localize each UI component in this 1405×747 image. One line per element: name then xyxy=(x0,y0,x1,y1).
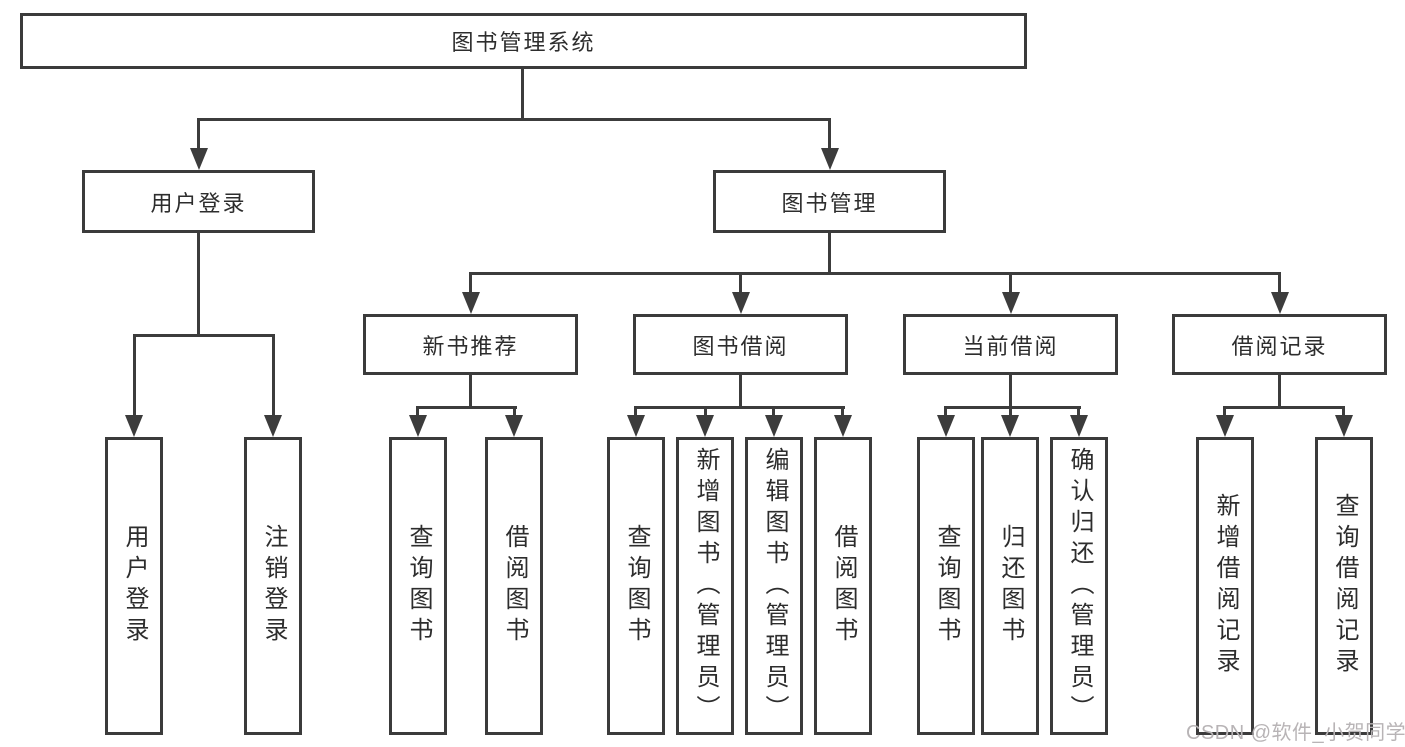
leaf-confirm-return-admin: 确认归还（管理员） xyxy=(1050,437,1108,735)
edge-line xyxy=(272,334,275,418)
node-book-borrow: 图书借阅 xyxy=(633,314,848,375)
arrow-down-icon xyxy=(264,415,282,437)
arrow-down-icon xyxy=(732,292,750,314)
leaf-query-books-current: 查询图书 xyxy=(917,437,975,735)
edge-line xyxy=(133,334,275,337)
arrow-down-icon xyxy=(1271,292,1289,314)
edge-line xyxy=(828,233,831,274)
edge-line xyxy=(739,272,742,296)
arrow-down-icon xyxy=(765,415,783,437)
edge-line xyxy=(1009,406,1012,419)
csdn-watermark: CSDN @软件_小贺同学 xyxy=(1186,722,1405,744)
arrow-down-icon xyxy=(1002,292,1020,314)
leaf-edit-book-admin: 编辑图书（管理员） xyxy=(745,437,803,735)
leaf-query-books-borrow: 查询图书 xyxy=(607,437,665,735)
node-borrow-records: 借阅记录 xyxy=(1172,314,1387,375)
edge-line xyxy=(133,334,136,418)
leaf-user-login: 用户登录 xyxy=(105,437,163,735)
arrow-down-icon xyxy=(821,148,839,170)
arrow-down-icon xyxy=(696,415,714,437)
edge-line xyxy=(634,406,845,409)
leaf-return-book: 归还图书 xyxy=(981,437,1039,735)
edge-line xyxy=(1223,406,1226,419)
edge-line xyxy=(416,406,517,409)
edge-line xyxy=(634,406,637,419)
leaf-borrow-books: 借阅图书 xyxy=(814,437,872,735)
edge-line xyxy=(944,406,947,419)
leaf-query-books-recommend: 查询图书 xyxy=(389,437,447,735)
node-book-management: 图书管理 xyxy=(713,170,946,233)
edge-line xyxy=(944,406,1081,409)
arrow-down-icon xyxy=(505,415,523,437)
arrow-down-icon xyxy=(1001,415,1019,437)
node-current-borrow: 当前借阅 xyxy=(903,314,1118,375)
edge-line xyxy=(197,233,200,336)
arrow-down-icon xyxy=(409,415,427,437)
edge-line xyxy=(416,406,419,419)
arrow-down-icon xyxy=(462,292,480,314)
edge-line xyxy=(1278,272,1281,296)
edge-line xyxy=(1342,406,1345,419)
node-user-login: 用户登录 xyxy=(82,170,315,233)
leaf-logout-login: 注销登录 xyxy=(244,437,302,735)
arrow-down-icon xyxy=(627,415,645,437)
arrow-down-icon xyxy=(1216,415,1234,437)
leaf-add-borrow-record: 新增借阅记录 xyxy=(1196,437,1254,735)
edge-line xyxy=(739,375,742,408)
node-new-book-recommend: 新书推荐 xyxy=(363,314,578,375)
edge-line xyxy=(469,272,1281,275)
edge-line xyxy=(197,118,200,150)
arrow-down-icon xyxy=(937,415,955,437)
edge-line xyxy=(521,69,524,121)
arrow-down-icon xyxy=(834,415,852,437)
edge-line xyxy=(1223,406,1345,409)
arrow-down-icon xyxy=(125,415,143,437)
arrow-down-icon xyxy=(190,148,208,170)
arrow-down-icon xyxy=(1335,415,1353,437)
arrow-down-icon xyxy=(1070,415,1088,437)
node-library-system: 图书管理系统 xyxy=(20,13,1027,69)
edge-line xyxy=(469,375,472,408)
edge-line xyxy=(513,406,516,419)
leaf-borrow-books-recommend: 借阅图书 xyxy=(485,437,543,735)
leaf-add-book-admin: 新增图书（管理员） xyxy=(676,437,734,735)
edge-line xyxy=(1278,375,1281,408)
edge-line xyxy=(828,118,831,150)
edge-line xyxy=(1077,406,1080,419)
edge-line xyxy=(1009,375,1012,408)
leaf-query-borrow-record: 查询借阅记录 xyxy=(1315,437,1373,735)
edge-line xyxy=(772,406,775,419)
edge-line xyxy=(1009,272,1012,296)
edge-line xyxy=(704,406,707,419)
edge-line xyxy=(197,118,831,121)
edge-line xyxy=(469,272,472,296)
edge-line xyxy=(841,406,844,419)
